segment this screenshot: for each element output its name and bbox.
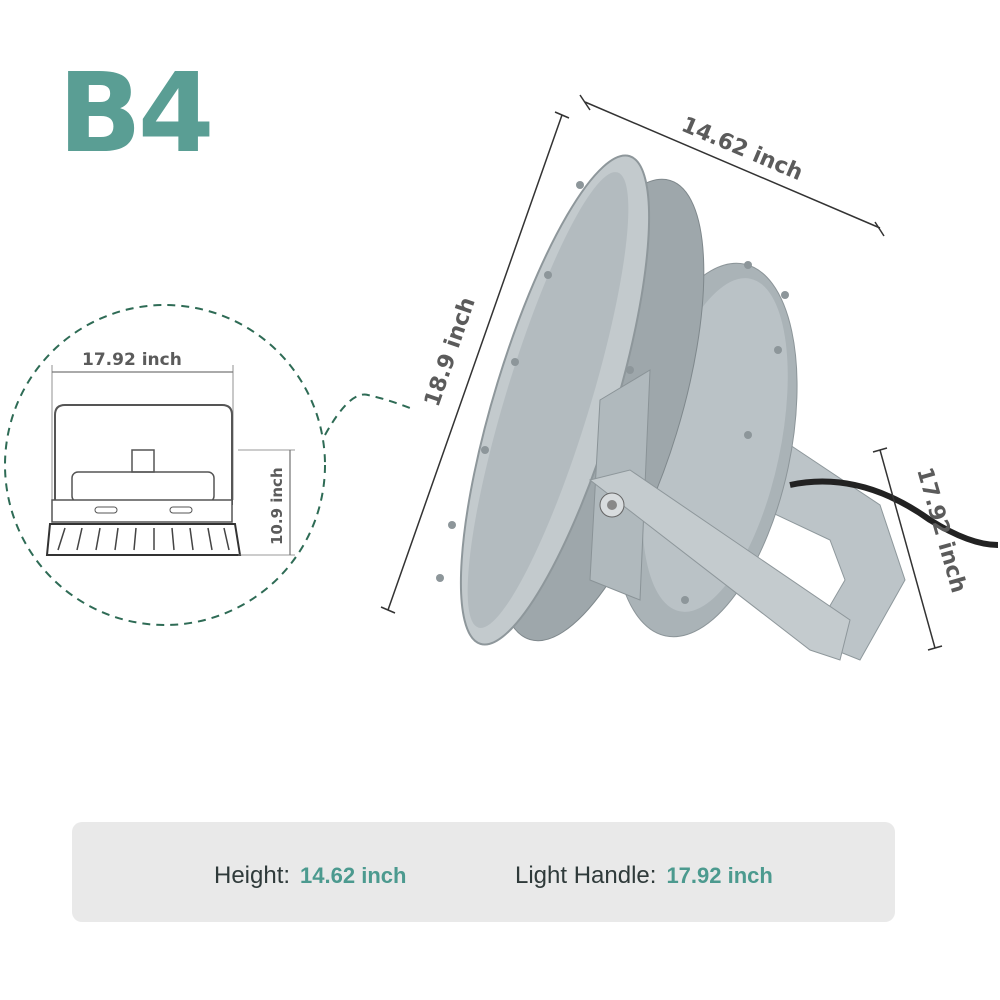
spec-height: Height: 14.62 inch (214, 862, 406, 890)
model-label: B4 (58, 49, 214, 177)
spec-label: Height: (214, 862, 291, 889)
diameter-dimension-label: 18.9 inch (420, 294, 481, 410)
inset-height-label: 10.9 inch (268, 467, 286, 545)
spec-value: 17.92 inch (666, 863, 773, 888)
inset-width-label: 17.92 inch (82, 350, 182, 370)
inset-diagram: 17.92 inch 10.9 inch (4, 304, 416, 626)
bracket-dimension-label: 17.92 inch (911, 465, 971, 596)
dimension-lines (380, 94, 943, 651)
spec-value: 14.62 inch (300, 863, 407, 888)
spec-light-handle: Light Handle: 17.92 inch (515, 862, 773, 890)
floodlight-fixture (436, 154, 999, 661)
spec-label: Light Handle: (515, 862, 657, 889)
spec-panel: Height: 14.62 inch Light Handle: 17.92 inc… (72, 822, 895, 922)
